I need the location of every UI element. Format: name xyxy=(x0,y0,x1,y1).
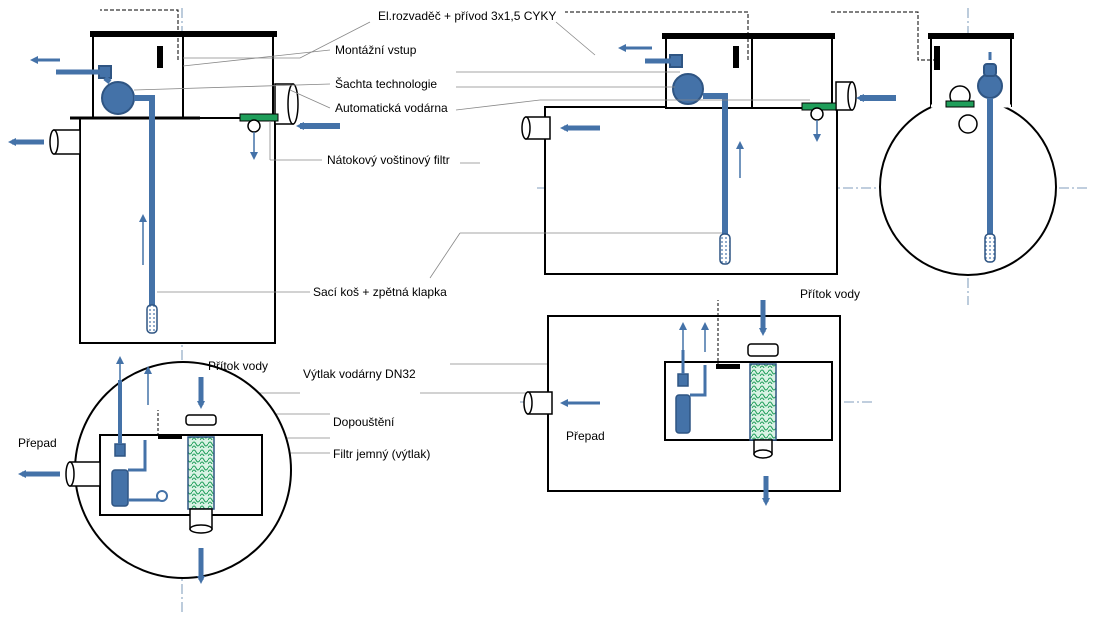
label-vodarna: Automatická vodárna xyxy=(335,101,448,115)
right-side-view xyxy=(830,8,1057,305)
tank-body-right xyxy=(544,106,838,275)
label-rozvadec: El.rozvaděč + přívod 3x1,5 CYKY xyxy=(378,9,556,23)
suction-strainer xyxy=(146,304,158,334)
shaft-lid xyxy=(90,31,277,37)
electrical-box xyxy=(157,46,163,68)
label-filtr-natok: Nátokový voštinový filtr xyxy=(327,153,450,167)
left-plan-view xyxy=(18,356,292,584)
pump-plan xyxy=(111,469,129,507)
label-prepad-right: Přepad xyxy=(566,429,605,443)
labels: El.rozvaděč + přívod 3x1,5 CYKY Montážní… xyxy=(18,9,860,461)
right-plan-view xyxy=(520,300,872,506)
label-sachta: Šachta technologie xyxy=(335,76,437,91)
label-saci-kos: Sací koš + zpětná klapka xyxy=(313,285,447,299)
label-prepad-left: Přepad xyxy=(18,436,57,450)
right-elevation-view xyxy=(521,11,1088,275)
fine-filter-plan-right xyxy=(749,363,777,441)
suction-pipe xyxy=(134,95,155,310)
mounting-shaft xyxy=(182,35,274,119)
inflow-filter xyxy=(239,113,279,122)
fine-filter-plan xyxy=(187,436,215,510)
label-vytlak: Výtlak vodárny DN32 xyxy=(303,367,416,381)
left-elevation-view xyxy=(8,8,340,615)
label-filtr-jemny: Filtr jemný (výtlak) xyxy=(333,447,430,461)
label-montazni-vstup: Montážní vstup xyxy=(335,43,417,57)
cable-line xyxy=(100,9,179,60)
label-pritok-right: Přítok vody xyxy=(800,287,860,301)
pump xyxy=(101,81,135,115)
tank-body xyxy=(79,117,276,344)
label-dopousteni: Dopouštění xyxy=(333,415,395,429)
label-pritok-left: Přítok vody xyxy=(208,359,268,373)
